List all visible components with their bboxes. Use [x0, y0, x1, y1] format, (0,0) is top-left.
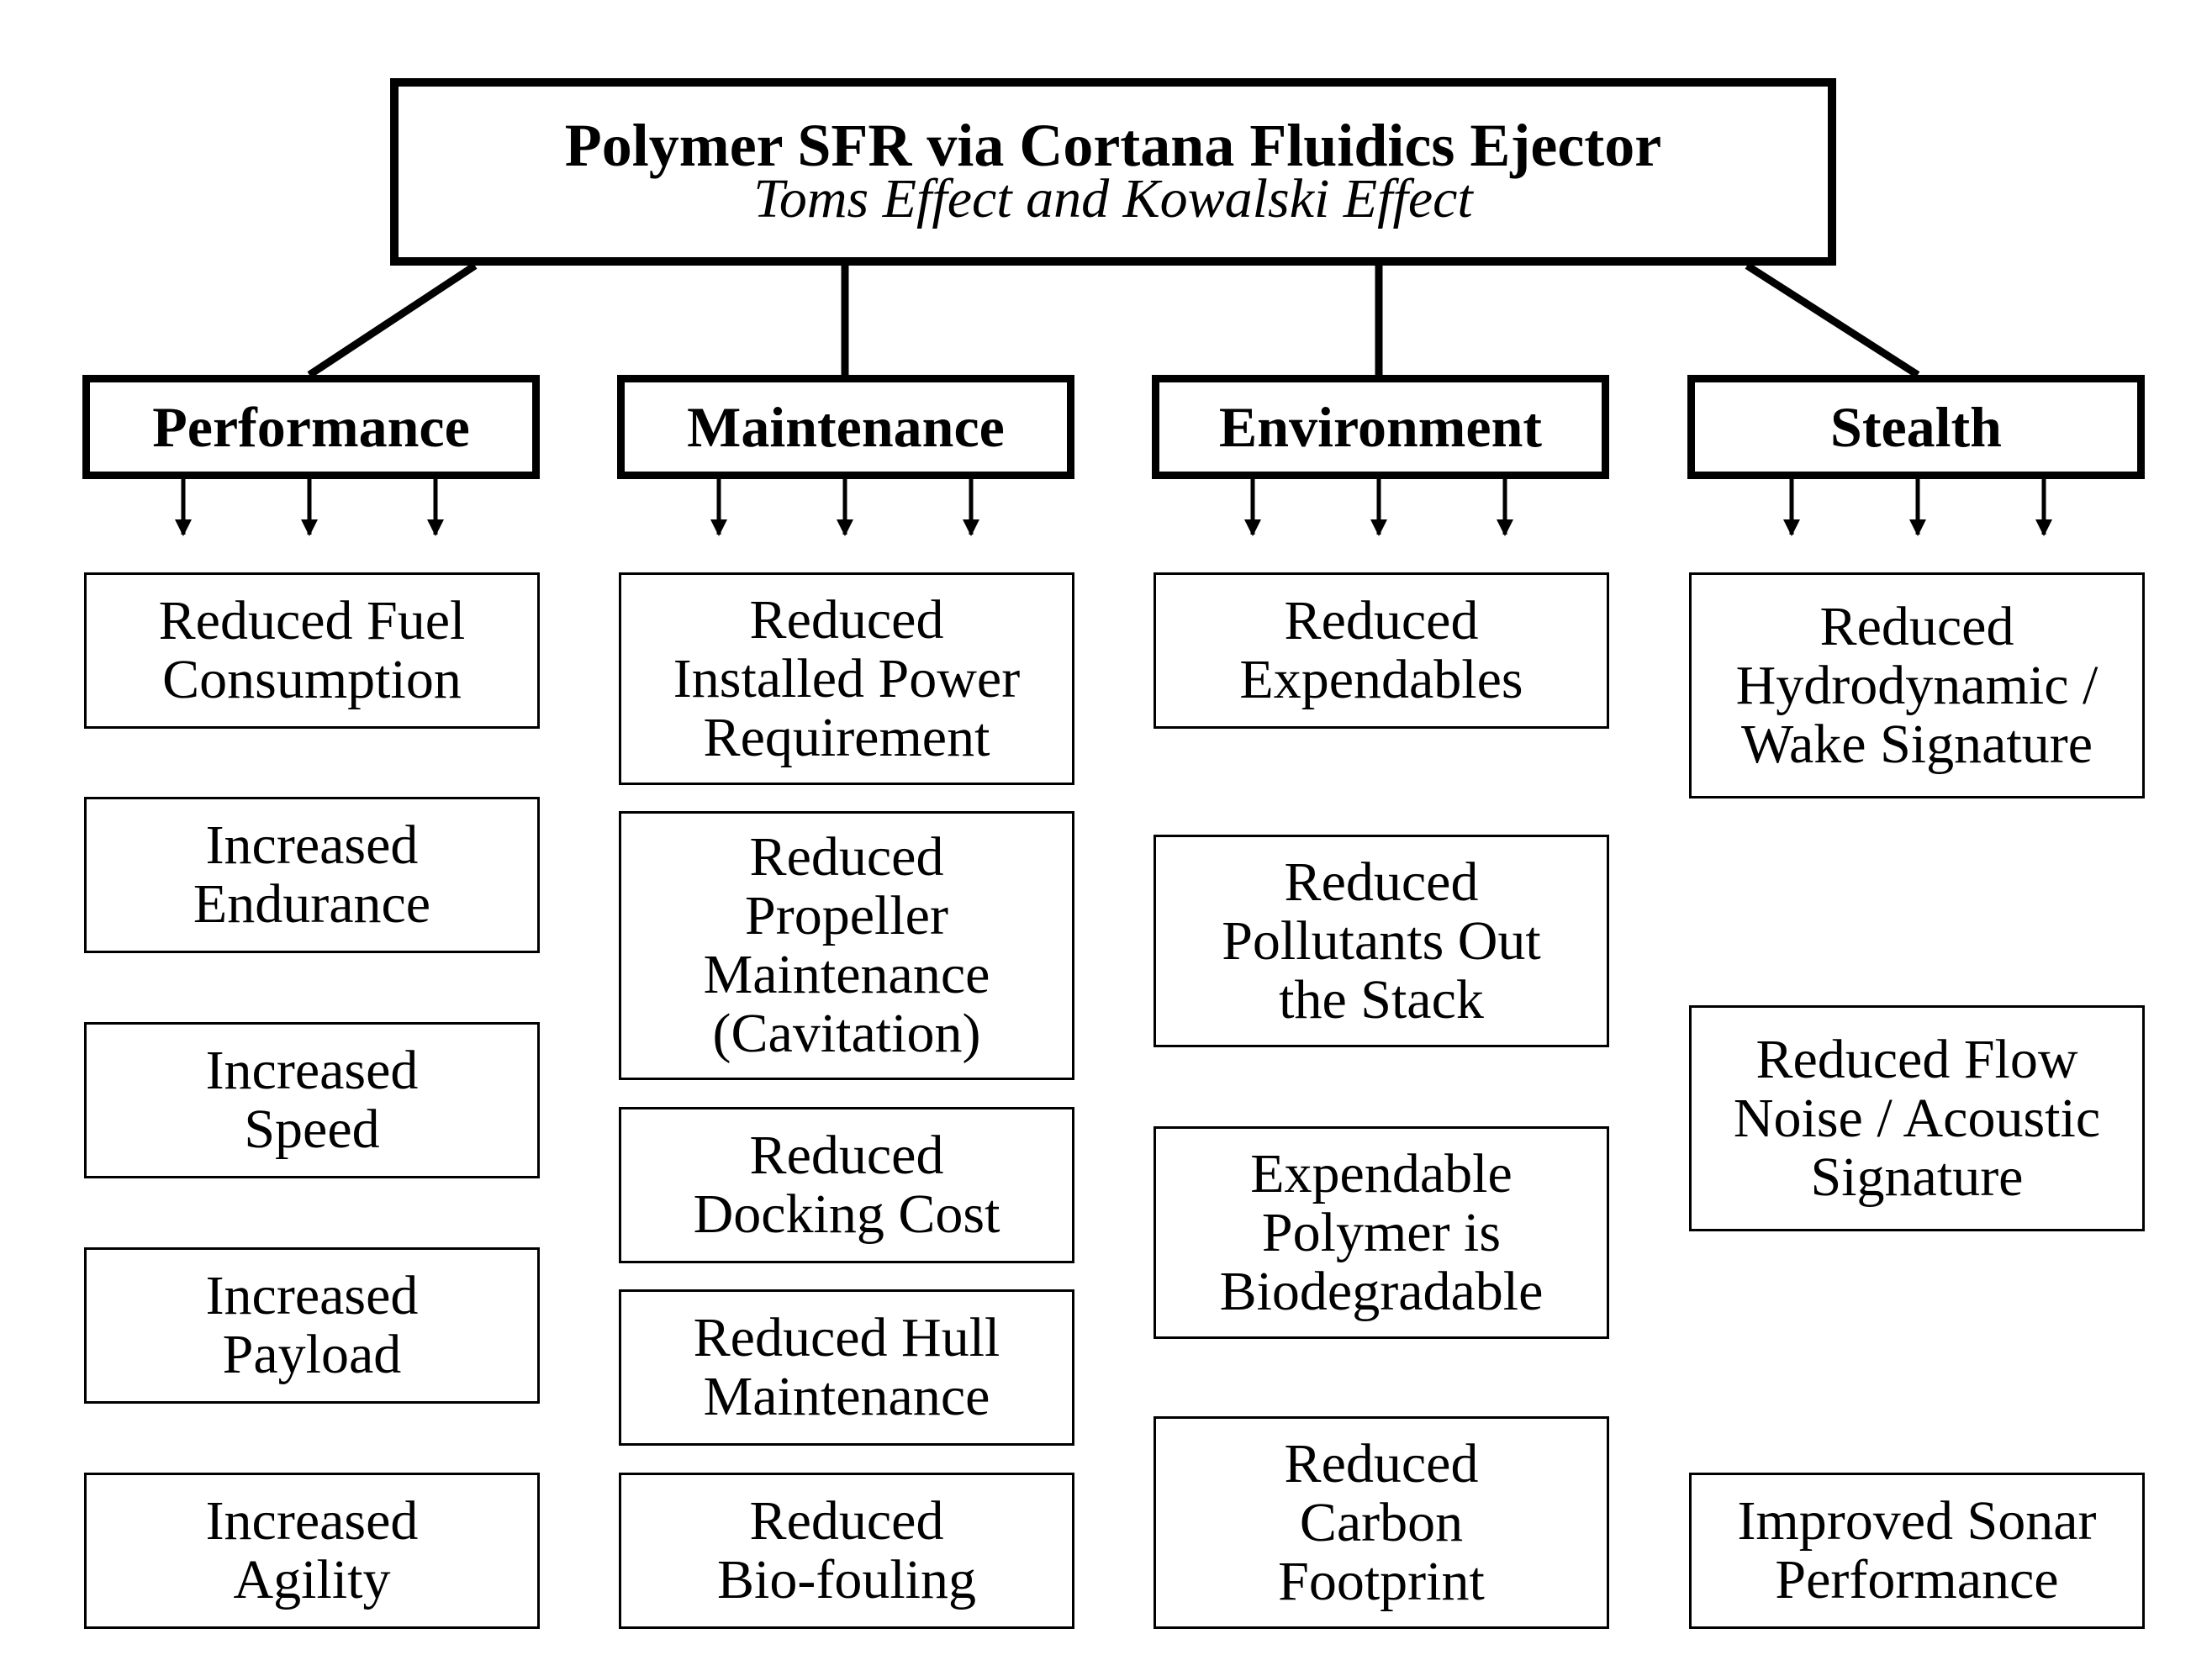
benefit-line: Increased	[205, 814, 419, 876]
diagram-subtitle: Toms Effect and Kowalski Effect	[753, 167, 1473, 229]
title-box: Polymer SFR via Cortana Fluidics Ejector…	[390, 78, 1836, 266]
benefit-line: Reduced	[749, 826, 944, 888]
benefit-box-reduced-pollutants: Reduced Pollutants Out the Stack	[1154, 835, 1609, 1047]
benefit-line: Biodegradable	[1219, 1260, 1544, 1322]
benefit-box-reduced-wake-signature: Reduced Hydrodynamic / Wake Signature	[1689, 572, 2145, 798]
benefit-line: Reduced	[749, 1490, 944, 1552]
benefit-box-increased-endurance: Increased Endurance	[84, 797, 540, 953]
benefit-line: Wake Signature	[1740, 713, 2093, 775]
benefit-box-increased-agility: Increased Agility	[84, 1473, 540, 1629]
benefit-box-increased-speed: Increased Speed	[84, 1022, 540, 1178]
benefit-line: Signature	[1810, 1146, 2024, 1208]
benefit-line: Reduced	[749, 588, 944, 651]
benefit-line: (Cavitation)	[712, 1003, 981, 1064]
benefit-line: Agility	[233, 1549, 391, 1610]
benefit-box-reduced-carbon-footprint: Reduced Carbon Footprint	[1154, 1416, 1609, 1629]
benefit-line: Propeller	[745, 885, 948, 946]
category-environment-label: Environment	[1218, 395, 1543, 459]
benefit-line: Reduced	[1284, 1432, 1479, 1494]
benefit-box-reduced-installed-power: Reduced Installed Power Requirement	[619, 572, 1074, 785]
benefit-line: Footprint	[1278, 1550, 1485, 1612]
benefit-box-reduced-acoustic-signature: Reduced Flow Noise / Acoustic Signature	[1689, 1005, 2145, 1231]
benefit-line: Requirement	[703, 706, 990, 768]
connector-title-performance	[307, 262, 478, 378]
category-performance-box: Performance	[82, 375, 540, 479]
benefit-box-reduced-propeller-maintenance: Reduced Propeller Maintenance (Cavitatio…	[619, 811, 1074, 1080]
category-stealth-box: Stealth	[1687, 375, 2145, 479]
benefit-line: Reduced Fuel	[158, 590, 466, 651]
category-performance-label: Performance	[152, 395, 470, 459]
benefit-line: Docking Cost	[693, 1183, 1000, 1245]
benefit-line: Maintenance	[703, 1366, 990, 1427]
benefit-line: Polymer is	[1261, 1201, 1502, 1263]
category-maintenance-label: Maintenance	[687, 395, 1005, 459]
benefit-line: Noise / Acoustic	[1733, 1087, 2101, 1149]
benefit-line: Performance	[1775, 1549, 2059, 1610]
benefit-line: Payload	[222, 1324, 402, 1385]
benefit-line: Reduced	[1284, 590, 1479, 651]
category-environment-box: Environment	[1152, 375, 1609, 479]
benefit-line: Installed Power	[673, 647, 1021, 709]
benefit-line: Reduced	[749, 1125, 944, 1186]
benefit-box-expendable-polymer-biodegradable: Expendable Polymer is Biodegradable	[1154, 1126, 1609, 1339]
benefit-line: Reduced Hull	[693, 1307, 1000, 1368]
benefit-line: Increased	[205, 1040, 419, 1101]
benefit-box-reduced-bio-fouling: Reduced Bio-fouling	[619, 1473, 1074, 1629]
benefit-line: Expendable	[1250, 1142, 1513, 1204]
benefit-line: Hydrodynamic /	[1735, 654, 2098, 716]
benefit-line: Endurance	[193, 873, 431, 935]
benefit-line: Improved Sonar	[1737, 1490, 2097, 1552]
benefit-box-reduced-fuel-consumption: Reduced Fuel Consumption	[84, 572, 540, 729]
benefit-line: Pollutants Out	[1222, 909, 1541, 972]
benefit-line: Increased	[205, 1265, 419, 1326]
benefit-line: Reduced	[1284, 851, 1479, 913]
benefit-box-improved-sonar-performance: Improved Sonar Performance	[1689, 1473, 2145, 1629]
benefit-line: Reduced	[1819, 595, 2014, 657]
category-maintenance-box: Maintenance	[617, 375, 1074, 479]
benefit-line: Speed	[244, 1099, 380, 1160]
benefit-box-reduced-expendables: Reduced Expendables	[1154, 572, 1609, 729]
benefit-box-increased-payload: Increased Payload	[84, 1247, 540, 1404]
category-stealth-label: Stealth	[1830, 395, 2002, 459]
benefit-line: Increased	[205, 1490, 419, 1552]
benefit-box-reduced-hull-maintenance: Reduced Hull Maintenance	[619, 1289, 1074, 1446]
benefit-line: Maintenance	[703, 944, 990, 1005]
diagram-title: Polymer SFR via Cortana Fluidics Ejector	[564, 111, 1662, 179]
benefit-line: Consumption	[162, 649, 462, 710]
benefit-line: Reduced Flow	[1755, 1028, 2078, 1090]
connector-title-stealth	[1745, 262, 1920, 378]
benefit-box-reduced-docking-cost: Reduced Docking Cost	[619, 1107, 1074, 1263]
benefit-line: Expendables	[1239, 649, 1523, 710]
benefit-line: the Stack	[1279, 968, 1484, 1030]
benefit-line: Bio-fouling	[717, 1549, 976, 1610]
benefit-line: Carbon	[1299, 1491, 1464, 1553]
